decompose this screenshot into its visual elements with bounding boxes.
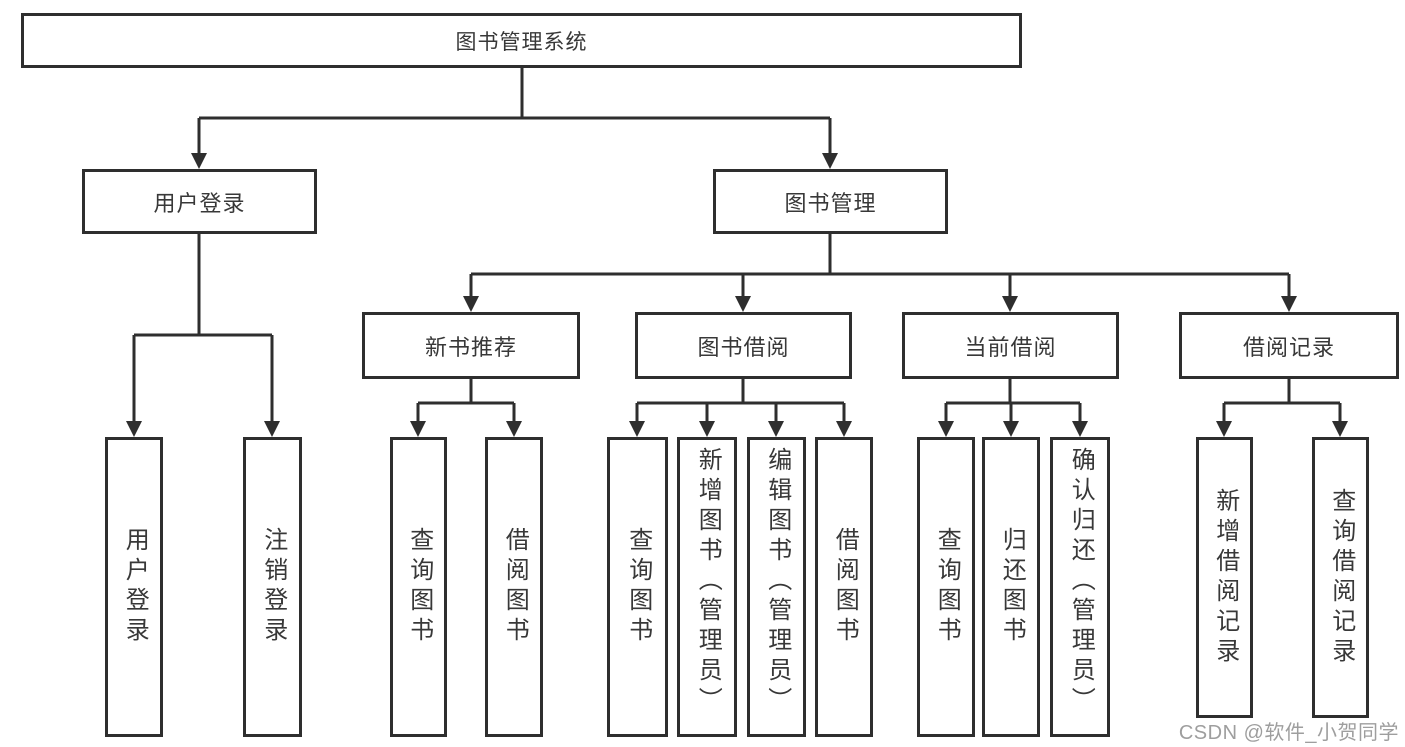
leaf-user-login: 用户登录 <box>105 437 163 737</box>
leaf-records-query-record: 查询借阅记录 <box>1312 437 1369 718</box>
leaf-recommend-query-books: 查询图书 <box>390 437 447 737</box>
leaf-borrowing-add-books-admin-label: 新增图书（管理员） <box>694 447 722 717</box>
node-user-login: 用户登录 <box>82 169 317 234</box>
connector-borrowing-to-leaves <box>635 379 846 422</box>
leaf-logout-login: 注销登录 <box>243 437 302 737</box>
leaf-logout-login-label: 注销登录 <box>259 527 287 647</box>
node-borrowing-records-label: 借阅记录 <box>1242 334 1335 360</box>
leaf-current-return-books-label: 归还图书 <box>998 527 1026 647</box>
node-book-management: 图书管理 <box>713 169 948 234</box>
connector-current-to-leaves <box>944 379 1082 422</box>
connector-records-to-leaves <box>1222 379 1342 422</box>
leaf-borrowing-borrow-books: 借阅图书 <box>815 437 873 737</box>
leaf-records-add-record-label: 新增借阅记录 <box>1211 487 1239 668</box>
leaf-borrowing-edit-books-admin: 编辑图书（管理员） <box>747 437 806 737</box>
leaf-current-confirm-return-admin-label: 确认归还（管理员） <box>1067 447 1095 717</box>
leaf-borrowing-edit-books-admin-label: 编辑图书（管理员） <box>763 447 791 717</box>
node-library-management-system-label: 图书管理系统 <box>455 30 588 54</box>
node-current-borrowing-label: 当前借阅 <box>964 334 1057 360</box>
leaf-current-confirm-return-admin: 确认归还（管理员） <box>1050 437 1110 737</box>
leaf-records-query-record-label: 查询借阅记录 <box>1327 487 1355 668</box>
leaf-borrowing-query-books-label: 查询图书 <box>624 527 652 647</box>
leaf-current-query-books-label: 查询图书 <box>933 527 961 647</box>
leaf-borrowing-borrow-books-label: 借阅图书 <box>831 527 859 647</box>
node-current-borrowing: 当前借阅 <box>902 312 1119 379</box>
connector-root-to-level2 <box>197 67 832 154</box>
leaf-current-query-books: 查询图书 <box>917 437 975 737</box>
leaf-borrowing-add-books-admin: 新增图书（管理员） <box>677 437 737 737</box>
leaf-current-return-books: 归还图书 <box>982 437 1040 737</box>
watermark: CSDN @软件_小贺同学 <box>1178 722 1399 744</box>
leaf-recommend-borrow-books-label: 借阅图书 <box>501 527 529 647</box>
connector-recommend-to-leaves <box>416 379 516 422</box>
arrowheads <box>126 153 1348 437</box>
leaf-recommend-query-books-label: 查询图书 <box>405 527 433 647</box>
node-library-management-system: 图书管理系统 <box>21 13 1022 68</box>
connector-bookmgmt-to-level3 <box>469 234 1291 297</box>
leaf-records-add-record: 新增借阅记录 <box>1196 437 1253 718</box>
leaf-recommend-borrow-books: 借阅图书 <box>485 437 543 737</box>
node-new-book-recommendation: 新书推荐 <box>362 312 580 379</box>
connector-userlogin-to-leaves <box>132 234 274 422</box>
node-borrowing-records: 借阅记录 <box>1179 312 1399 379</box>
leaf-user-login-label: 用户登录 <box>121 527 149 647</box>
node-user-login-label: 用户登录 <box>153 190 246 216</box>
node-book-borrowing-label: 图书借阅 <box>697 334 790 360</box>
node-book-borrowing: 图书借阅 <box>635 312 852 379</box>
node-new-book-recommendation-label: 新书推荐 <box>424 334 517 360</box>
node-book-management-label: 图书管理 <box>784 190 877 216</box>
leaf-borrowing-query-books: 查询图书 <box>607 437 668 737</box>
